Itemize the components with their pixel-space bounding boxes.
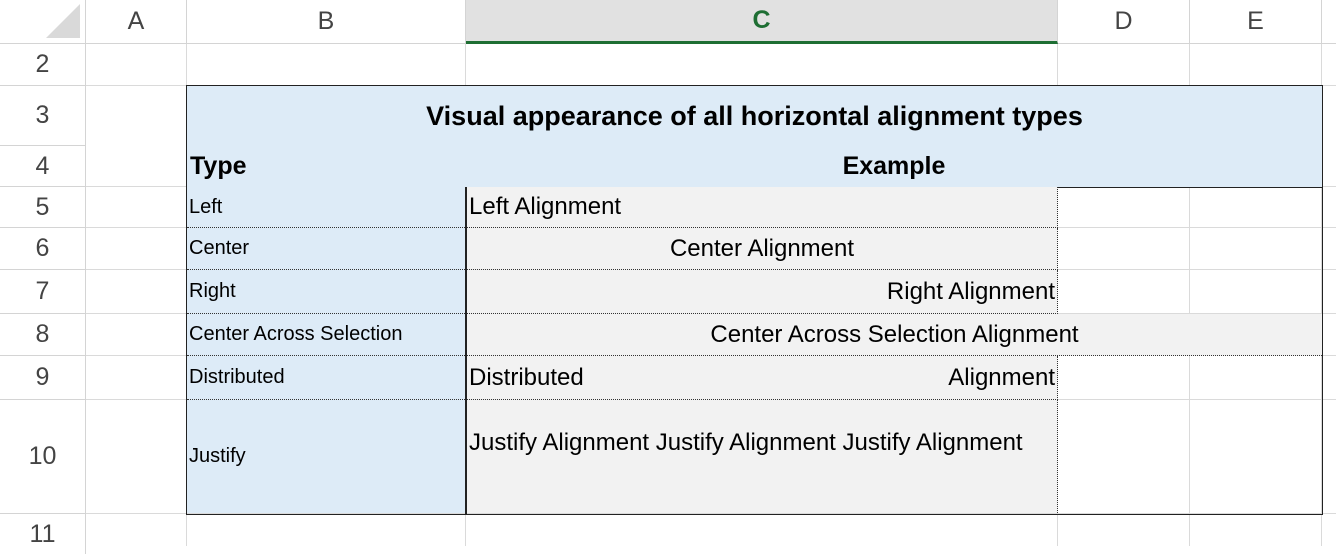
column-header-c[interactable]: C: [466, 0, 1058, 44]
row-header-10[interactable]: 10: [0, 400, 86, 514]
type-cell-distributed[interactable]: Distributed: [187, 356, 465, 400]
column-header-d[interactable]: D: [1058, 0, 1190, 44]
table-title[interactable]: Visual appearance of all horizontal alig…: [186, 85, 1323, 147]
example-cell-center[interactable]: Center Alignment: [467, 228, 1058, 270]
type-cell-center[interactable]: Center: [187, 228, 465, 270]
row-header-4[interactable]: 4: [0, 146, 86, 187]
gridline: [1321, 44, 1322, 546]
distributed-word-2: Alignment: [948, 363, 1055, 391]
type-cell-center-across[interactable]: Center Across Selection: [187, 314, 465, 356]
column-header-a[interactable]: A: [86, 0, 187, 44]
row-header-6[interactable]: 6: [0, 228, 86, 270]
gridline: [1189, 44, 1190, 546]
row-header-9[interactable]: 9: [0, 356, 86, 400]
type-cell-justify[interactable]: Justify: [187, 400, 465, 513]
row-header-3[interactable]: 3: [0, 86, 86, 146]
header-example[interactable]: Example: [466, 146, 1323, 188]
type-cell-left[interactable]: Left: [187, 187, 465, 228]
example-cell-distributed[interactable]: Distributed Alignment: [467, 356, 1058, 400]
type-cell-right[interactable]: Right: [187, 270, 465, 314]
table-divider: [465, 187, 467, 514]
column-header-f[interactable]: [1322, 0, 1336, 44]
example-cell-justify[interactable]: Justify Alignment Justify Alignment Just…: [467, 400, 1058, 513]
row-header-5[interactable]: 5: [0, 187, 86, 228]
row-header-7[interactable]: 7: [0, 270, 86, 314]
header-type[interactable]: Type: [186, 146, 467, 188]
select-all-triangle-icon: [46, 4, 80, 38]
row-header-2[interactable]: 2: [0, 44, 86, 86]
gridline: [86, 513, 1336, 514]
example-cell-left[interactable]: Left Alignment: [467, 187, 1058, 228]
distributed-word-1: Distributed: [469, 363, 584, 391]
column-header-e[interactable]: E: [1190, 0, 1322, 44]
example-cell-right[interactable]: Right Alignment: [467, 270, 1058, 314]
row-header-8[interactable]: 8: [0, 314, 86, 356]
row-header-11[interactable]: 11: [0, 514, 86, 554]
select-all-corner[interactable]: [0, 0, 86, 44]
column-header-b[interactable]: B: [187, 0, 466, 44]
example-cell-center-across[interactable]: Center Across Selection Alignment: [467, 314, 1322, 356]
